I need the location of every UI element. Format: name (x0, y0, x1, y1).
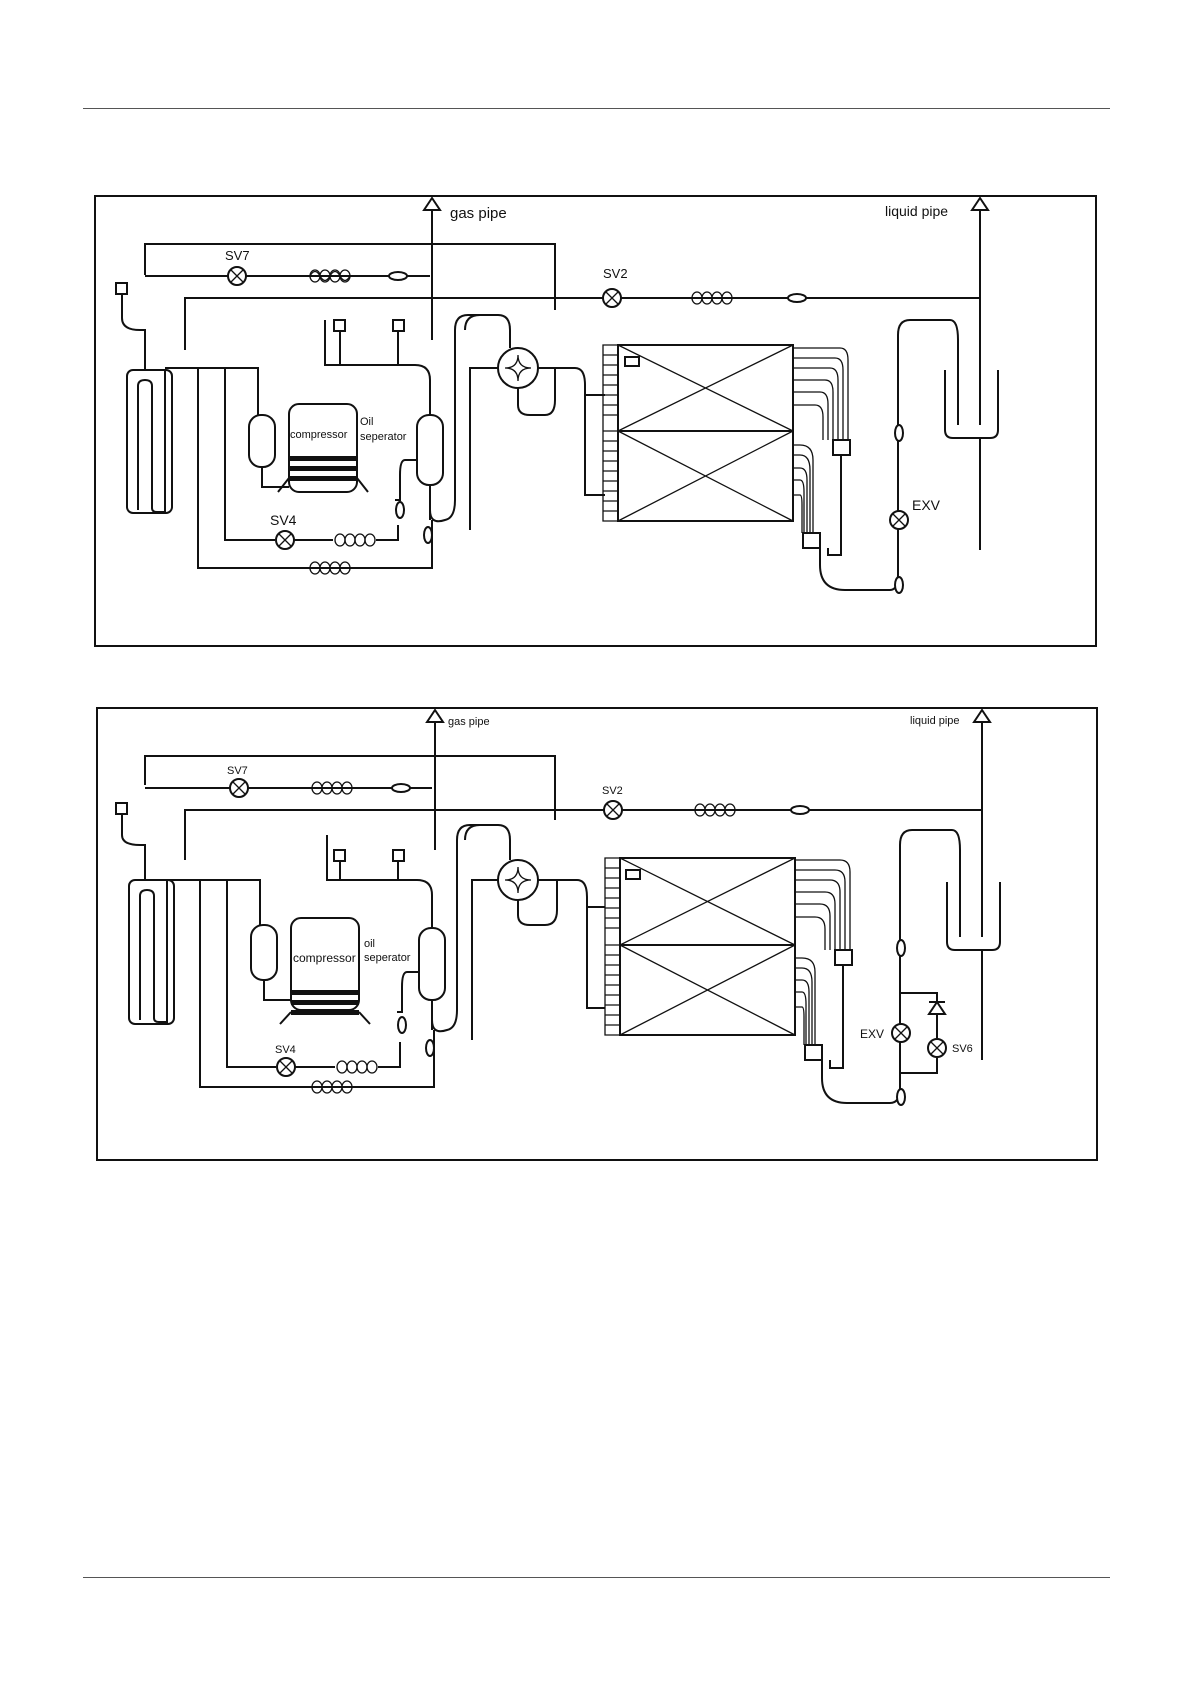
heat-exchanger (605, 830, 960, 1103)
pipe-sv2-line (185, 298, 980, 350)
strainer-sv2 (791, 806, 809, 814)
liquid-receiver (947, 882, 1000, 950)
sv2-label: SV2 (603, 266, 628, 281)
strainer-exv-bottom (897, 1089, 905, 1105)
oil-separator-label-2: seperator (360, 431, 407, 443)
strainer-oil-1 (396, 502, 404, 518)
strainer-sv7 (392, 784, 410, 792)
pressure-switch-oil (393, 850, 404, 861)
heat-exchanger (603, 320, 958, 590)
refrigerant-diagram-1: gas pipe liquid pipe SV7 SV2 (0, 190, 1192, 660)
refrigerant-diagram-2: gas pipe liquid pipe SV7 SV2 (0, 700, 1192, 1170)
sv6-label: SV6 (952, 1043, 973, 1055)
sv2-valve (604, 801, 622, 819)
gas-pipe-outlet (424, 198, 440, 340)
sv7-valve (230, 779, 248, 797)
strainer-sv7 (389, 272, 407, 280)
sv4-valve (276, 531, 294, 549)
footer-rule (83, 1577, 1110, 1578)
pressure-switch-oil (393, 320, 404, 331)
oil-separator (419, 928, 445, 1000)
oil-separator-label-1: oil (364, 938, 375, 950)
compressor (280, 918, 370, 1024)
strainer-oil-2 (424, 527, 432, 543)
liquid-pipe-label: liquid pipe (885, 203, 948, 219)
sv4-label: SV4 (275, 1044, 296, 1056)
header-rule (83, 108, 1110, 109)
sv2-valve (603, 289, 621, 307)
exv-valve (890, 511, 908, 529)
strainer-oil-1 (398, 1017, 406, 1033)
sv4-label: SV4 (270, 512, 297, 528)
compressor-label: compressor (293, 951, 356, 965)
sv2-label: SV2 (602, 785, 623, 797)
oil-separator-label-2: seperator (364, 952, 411, 964)
strainer-sv2 (788, 294, 806, 302)
strainer-exv-bottom (895, 577, 903, 593)
oil-separator (417, 415, 443, 485)
four-way-valve (465, 825, 605, 1040)
gas-pipe-outlet (427, 710, 443, 850)
gas-pipe-label: gas pipe (450, 205, 507, 222)
exv-label: EXV (912, 497, 941, 513)
strainer-exv-top (897, 940, 905, 956)
oil-separator-label-1: Oil (360, 416, 373, 428)
liquid-pipe-label: liquid pipe (910, 715, 960, 727)
sv4-valve (277, 1058, 295, 1076)
pressure-switch-compressor (334, 320, 345, 331)
sv6-valve (928, 1039, 946, 1057)
exv-valve (892, 1024, 910, 1042)
capillary-coil-sv4 (337, 1061, 377, 1073)
suction-muffler (249, 415, 275, 467)
liquid-receiver (945, 370, 998, 438)
strainer-oil-2 (426, 1040, 434, 1056)
sv7-label: SV7 (227, 765, 248, 777)
compressor (278, 404, 368, 492)
sv7-label: SV7 (225, 248, 250, 263)
pressure-switch-compressor (334, 850, 345, 861)
four-way-valve (465, 315, 605, 530)
compressor-label: compressor (290, 429, 348, 441)
strainer-exv-top (895, 425, 903, 441)
exv-label: EXV (860, 1027, 884, 1041)
pressure-switch-left (116, 803, 127, 814)
gas-pipe-label: gas pipe (448, 716, 490, 728)
pressure-switch-left (116, 283, 127, 294)
capillary-coil-sv4 (335, 534, 375, 546)
sv7-valve (228, 267, 246, 285)
suction-muffler (251, 925, 277, 980)
